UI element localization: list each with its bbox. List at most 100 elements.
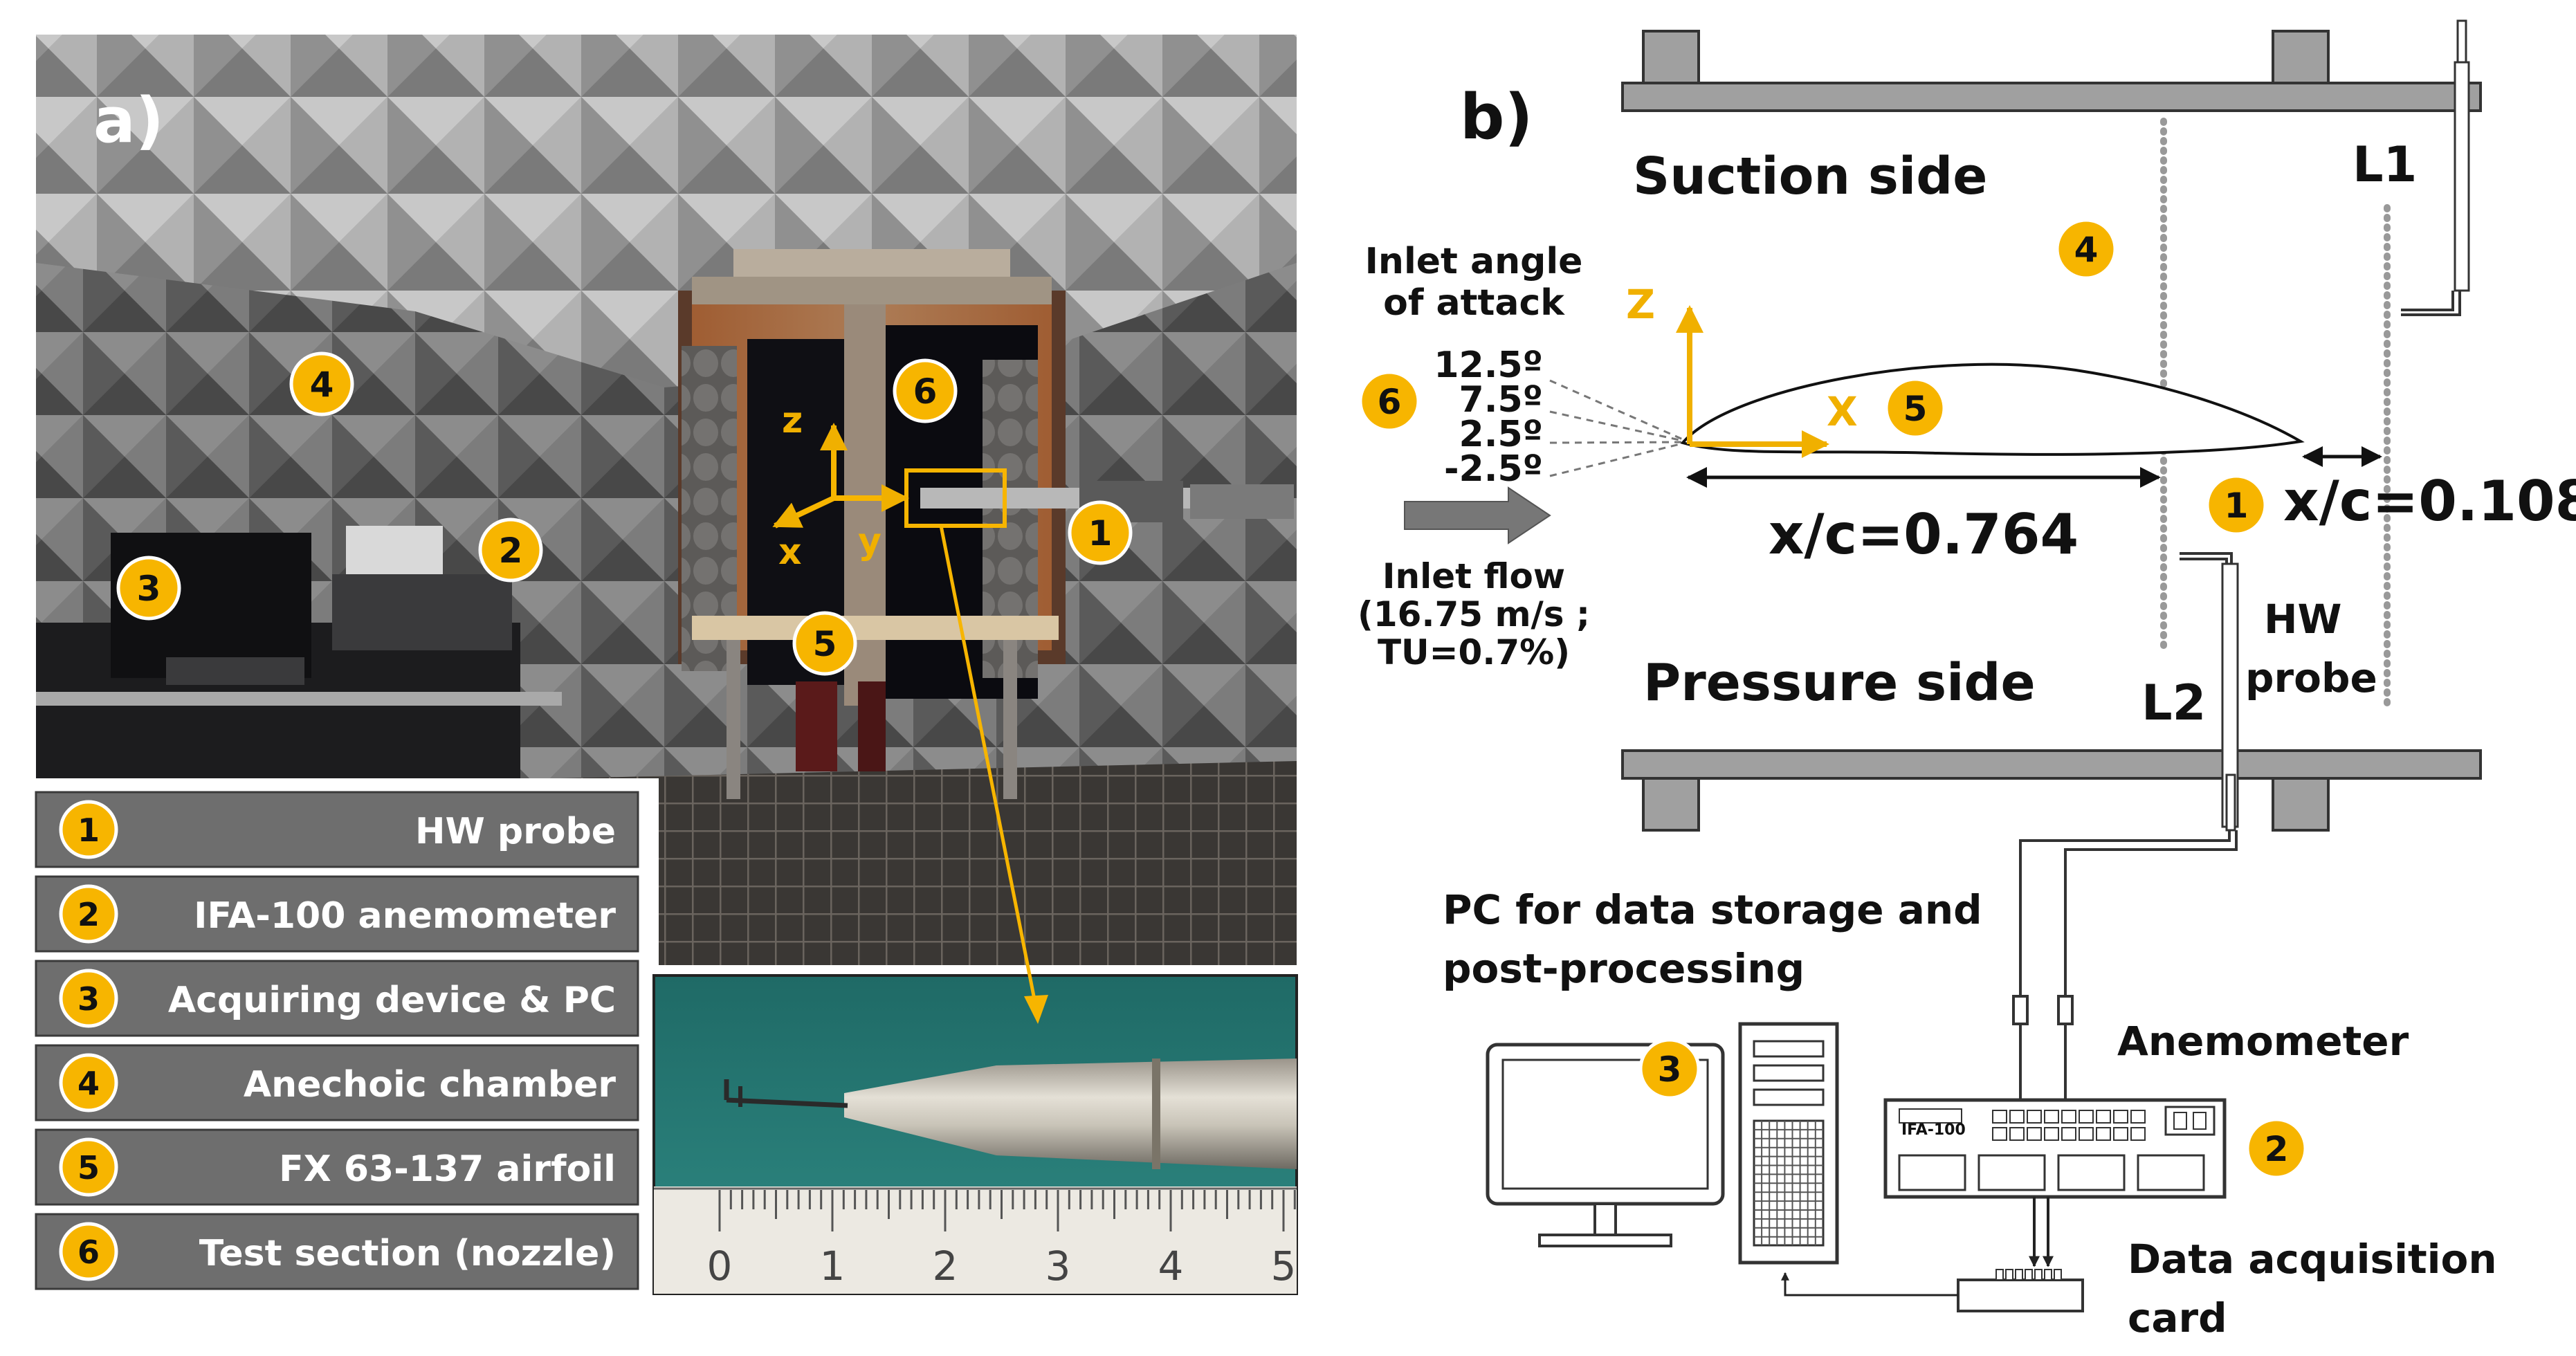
daq-pin bbox=[2054, 1269, 2062, 1281]
ruler-num-1: 1 bbox=[820, 1243, 846, 1290]
ruler: 0 1 2 3 4 5 bbox=[654, 1186, 1297, 1294]
schematic-badge-1: 1 bbox=[2205, 474, 2267, 536]
anemometer-device: IFA-100 bbox=[1883, 1098, 2227, 1199]
svg-text:3: 3 bbox=[1658, 1050, 1682, 1090]
svg-text:5: 5 bbox=[813, 624, 837, 664]
daq-card bbox=[1957, 1269, 2084, 1312]
svg-text:3: 3 bbox=[77, 980, 100, 1018]
photo-badge-5: 5 bbox=[792, 611, 857, 676]
panel-a-label: a) bbox=[93, 84, 164, 157]
schematic-badge-5: 5 bbox=[1884, 377, 1946, 439]
ruler-num-5: 5 bbox=[1271, 1243, 1297, 1290]
ruler-num-2: 2 bbox=[933, 1243, 958, 1290]
callout-arrowhead bbox=[1024, 995, 1048, 1024]
legend-item-4: 4 Anechoic chamber bbox=[35, 1044, 639, 1121]
legend-item-3: 3 Acquiring device & PC bbox=[35, 960, 639, 1037]
legend: 1 HW probe 2 IFA-100 anemometer 3 Acquir… bbox=[35, 791, 639, 1290]
legend-item-1: 1 HW probe bbox=[35, 791, 639, 868]
ifa-label: IFA-100 bbox=[1901, 1121, 1966, 1139]
anemometer-key bbox=[2044, 1110, 2059, 1124]
top-wall bbox=[1621, 30, 2482, 112]
anemometer-key bbox=[2027, 1110, 2042, 1124]
anemometer-key bbox=[2130, 1110, 2146, 1124]
inlet-flow-line1: Inlet flow bbox=[1382, 556, 1565, 596]
photo-axis-z: z bbox=[782, 400, 803, 441]
anemometer-key bbox=[2061, 1110, 2076, 1124]
pressure-side-label: Pressure side bbox=[1643, 653, 2036, 713]
xc-0108-label: x/c=0.108 bbox=[2283, 469, 2576, 533]
svg-text:1: 1 bbox=[77, 812, 100, 849]
anemometer-key bbox=[2130, 1127, 2146, 1141]
angle-12-5: 12.5º bbox=[1434, 345, 1543, 386]
pc-tower bbox=[1738, 1022, 1839, 1265]
legend-label-4: Anechoic chamber bbox=[244, 1064, 616, 1106]
legend-item-2: 2 IFA-100 anemometer bbox=[35, 875, 639, 953]
svg-text:2: 2 bbox=[2265, 1129, 2289, 1169]
svg-text:6: 6 bbox=[1378, 382, 1402, 422]
bottom-wall bbox=[1621, 749, 2482, 832]
anemometer-key bbox=[2079, 1110, 2094, 1124]
inlet-angle-line1: Inlet angle bbox=[1365, 241, 1583, 282]
legend-label-6: Test section (nozzle) bbox=[199, 1233, 616, 1274]
svg-text:2: 2 bbox=[77, 896, 100, 933]
hw-probe-line2: probe bbox=[2245, 654, 2377, 702]
legend-item-6: 6 Test section (nozzle) bbox=[35, 1213, 639, 1290]
legend-label-2: IFA-100 anemometer bbox=[194, 895, 616, 937]
probe-inset-photo: 0 1 2 3 4 5 bbox=[652, 974, 1298, 1295]
ruler-num-0: 0 bbox=[707, 1243, 733, 1290]
L2-label: L2 bbox=[2141, 675, 2206, 731]
schematic-badge-6: 6 bbox=[1358, 370, 1421, 432]
axis-x-label: X bbox=[1827, 388, 1858, 435]
svg-text:4: 4 bbox=[77, 1065, 100, 1102]
photo-badge-3: 3 bbox=[116, 556, 181, 621]
svg-text:3: 3 bbox=[137, 569, 161, 609]
hw-probe-line1: HW bbox=[2264, 596, 2342, 643]
panel-b: b) Suction side Pressur bbox=[1358, 19, 2576, 1341]
photo-axis-y: y bbox=[858, 521, 881, 562]
bottom-hw-probe bbox=[2180, 552, 2239, 832]
svg-text:2: 2 bbox=[499, 531, 523, 571]
anemometer-key bbox=[2009, 1110, 2025, 1124]
svg-text:5: 5 bbox=[77, 1149, 100, 1186]
svg-text:4: 4 bbox=[310, 365, 334, 405]
photo-badges: 1 2 3 4 5 bbox=[116, 351, 1133, 676]
daq-label-line2: card bbox=[2128, 1294, 2227, 1341]
legend-label-3: Acquiring device & PC bbox=[168, 980, 616, 1021]
ruler-num-4: 4 bbox=[1158, 1243, 1184, 1290]
svg-text:1: 1 bbox=[2225, 486, 2249, 526]
L1-label: L1 bbox=[2353, 136, 2417, 193]
airfoil-axes: Z X bbox=[1626, 281, 1858, 458]
svg-text:6: 6 bbox=[913, 372, 938, 412]
anemometer-key bbox=[2044, 1127, 2059, 1141]
callout-line bbox=[939, 525, 1040, 1018]
daq-pin bbox=[1995, 1269, 2004, 1281]
panel-a: z x y 1 2 3 4 bbox=[28, 35, 1298, 1346]
angle-lines bbox=[1549, 379, 1683, 477]
anemometer-key bbox=[2027, 1127, 2042, 1141]
photo-axes: z x y bbox=[772, 400, 909, 573]
anemometer-key bbox=[2096, 1127, 2111, 1141]
photo-badge-2: 2 bbox=[478, 517, 543, 583]
daq-pin bbox=[2005, 1269, 2013, 1281]
anemometer-key bbox=[2009, 1127, 2025, 1141]
pc-label-line1: PC for data storage and bbox=[1443, 886, 1982, 933]
top-hw-probe bbox=[2401, 19, 2470, 316]
ruler-num-3: 3 bbox=[1045, 1243, 1071, 1290]
anemometer-key bbox=[1992, 1110, 2007, 1124]
daq-pin bbox=[2044, 1269, 2052, 1281]
inlet-angle-line2: of attack bbox=[1383, 282, 1565, 324]
daq-pin bbox=[2025, 1269, 2033, 1281]
daq-label-line1: Data acquisition bbox=[2128, 1236, 2497, 1283]
axis-z-label: Z bbox=[1626, 281, 1655, 328]
inlet-flow-arrow bbox=[1404, 486, 1551, 544]
photo-badge-4: 4 bbox=[289, 351, 354, 416]
anemometer-label: Anemometer bbox=[2117, 1018, 2409, 1065]
pc-label-line2: post-processing bbox=[1443, 945, 1805, 992]
panel-b-label: b) bbox=[1460, 81, 1533, 154]
daq-pin bbox=[2034, 1269, 2043, 1281]
schematic-badge-3: 3 bbox=[1638, 1038, 1701, 1100]
angle-7-5: 7.5º bbox=[1459, 379, 1543, 421]
legend-item-5: 5 FX 63-137 airfoil bbox=[35, 1128, 639, 1206]
anemometer-key bbox=[2113, 1127, 2128, 1141]
